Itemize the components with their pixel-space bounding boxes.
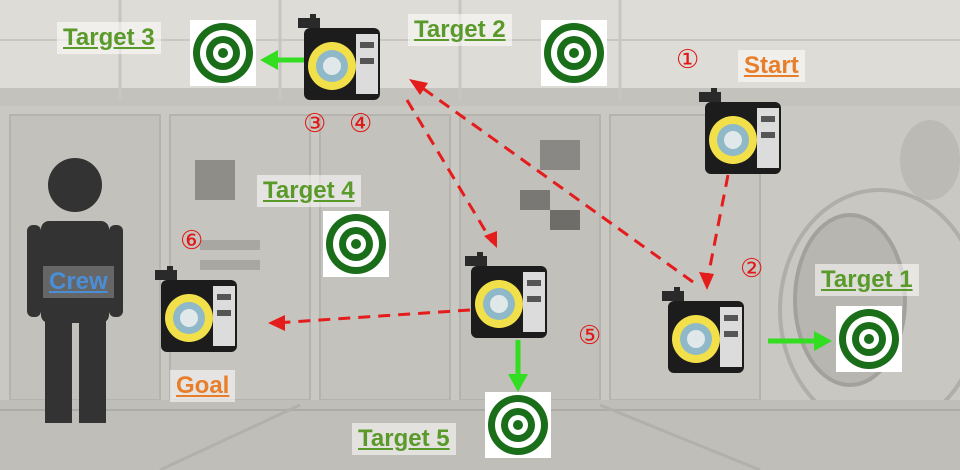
target-4-label: Target 4 (257, 175, 361, 207)
path-target1-to-target2 (413, 80, 694, 284)
target-3-label: Target 3 (57, 22, 161, 54)
crew-label: Crew (43, 266, 114, 298)
robot-icon-start (697, 88, 789, 180)
step-4-marker: ④ (349, 109, 373, 139)
target-5-label: Target 5 (352, 423, 456, 455)
target-1-icon (836, 306, 902, 372)
step-3-marker: ③ (303, 109, 327, 139)
robot-icon-target3 (296, 14, 388, 106)
robot-icon-goal (153, 266, 245, 358)
target-5-icon (485, 392, 551, 458)
step-1-marker: ① (676, 45, 700, 75)
path-target5-to-goal (274, 308, 471, 325)
start-label: Start (738, 50, 805, 82)
step-6-marker: ⑥ (180, 226, 204, 256)
planned-path (274, 80, 730, 325)
arrowhead-2 (409, 79, 428, 95)
arrowhead-4 (268, 315, 285, 331)
target-1-label: Target 1 (815, 264, 919, 296)
target-2-icon (541, 20, 607, 86)
target-4-icon (323, 211, 389, 277)
move-to-target-arrows (260, 50, 832, 392)
path-start-to-target1 (705, 174, 730, 283)
target-2-label: Target 2 (408, 14, 512, 46)
arrowhead-1 (699, 272, 714, 290)
arrowhead-3 (484, 231, 497, 248)
step-2-marker: ② (740, 254, 764, 284)
crew-person-icon (27, 158, 123, 423)
step-5-marker: ⑤ (578, 321, 602, 351)
robot-icon-target1 (660, 287, 752, 379)
goal-label: Goal (170, 370, 236, 402)
target-3-icon (190, 20, 256, 86)
robot-icon-target5 (463, 252, 555, 344)
path-arrowheads (268, 79, 714, 331)
path-target3-to-target5 (405, 99, 494, 243)
